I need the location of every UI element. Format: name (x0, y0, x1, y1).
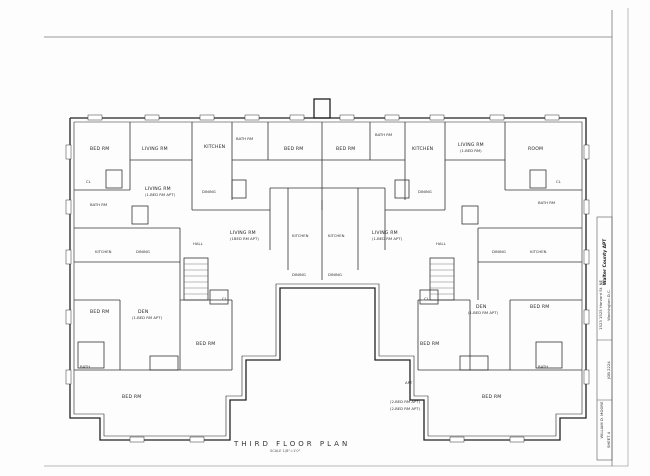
title-block-address: 1523 1525 Harvard St. NE (598, 280, 603, 330)
room-label: APT (405, 380, 413, 385)
room-label: LIVING RM (145, 186, 171, 192)
room-label: BED RM (196, 341, 215, 347)
room-label: (1-BED RM APT) (468, 310, 499, 315)
windows (65, 114, 590, 443)
closet-label: CL (222, 296, 228, 301)
room-label: BATH RM (90, 202, 107, 207)
title-block-sheet: SHEET 4 (606, 431, 611, 448)
room-label: KITCHEN (292, 233, 309, 238)
room-label: DINING (328, 272, 342, 277)
room-label: DINING (292, 272, 306, 277)
room-label: HALL (436, 241, 447, 246)
room-label: DINING (418, 189, 432, 194)
room-label: KITCHEN (95, 249, 112, 254)
room-label: (1-BED RM) (460, 148, 482, 153)
closet-label: CL (556, 179, 562, 184)
closet-label: CL (424, 296, 430, 301)
title-block (596, 216, 613, 461)
room-label: BATH (538, 364, 548, 369)
room-label: DINING (136, 249, 150, 254)
room-label: ROOM (528, 146, 543, 152)
room-label: KITCHEN (530, 249, 547, 254)
title-block-job: JOB 2224 (606, 361, 611, 380)
stair-treads (184, 263, 454, 295)
room-label: BED RM (420, 341, 439, 347)
room-label: KITCHEN (412, 146, 433, 152)
room-label: BATH RM (236, 136, 253, 141)
room-label: DEN (138, 309, 148, 315)
room-label: DINING (492, 249, 506, 254)
room-labels: BED RM LIVING RM KITCHEN BATH RM DINING … (80, 132, 562, 411)
room-label: LIVING RM (372, 230, 398, 236)
room-label: BED RM (90, 309, 109, 315)
room-label: BED RM (122, 394, 141, 400)
title-block-project: Walter County APT (602, 239, 608, 286)
title-block-architect: WILLIAM D. MOORE (599, 401, 604, 439)
room-label: BED RM (482, 394, 501, 400)
room-label: BED RM (336, 146, 355, 152)
drawing-scale: SCALE 1/8"=1'0" (270, 449, 301, 453)
room-label: KITCHEN (328, 233, 345, 238)
room-label: BED RM (530, 304, 549, 310)
title-block-city: Washington D.C. (606, 289, 611, 321)
room-label: (2-BED RM APT) (390, 399, 421, 404)
room-label: BATH (80, 364, 90, 369)
closet-label: CL (86, 179, 92, 184)
room-label: (1-BED RM APT) (132, 315, 163, 320)
room-label: LIVING RM (230, 230, 256, 236)
room-label: BED RM (284, 146, 303, 152)
room-label: DINING (202, 189, 216, 194)
room-label: KITCHEN (204, 144, 225, 150)
room-label: (1-BED RM APT) (145, 192, 176, 197)
room-label: HALL (193, 241, 204, 246)
room-label: (1BED RM APT) (230, 236, 259, 241)
room-label: (1-BED RM APT) (372, 236, 403, 241)
room-label: (2-BED RM APT) (390, 406, 421, 411)
drawing-title: THIRD FLOOR PLAN (233, 440, 350, 448)
room-label: BATH RM (538, 200, 555, 205)
room-label: BED RM (90, 146, 109, 152)
room-label: LIVING RM (142, 146, 168, 152)
room-label: BATH RM (375, 132, 392, 137)
interior-walls (74, 122, 582, 371)
room-label: LIVING RM (458, 142, 484, 148)
room-label: DEN (476, 304, 486, 310)
